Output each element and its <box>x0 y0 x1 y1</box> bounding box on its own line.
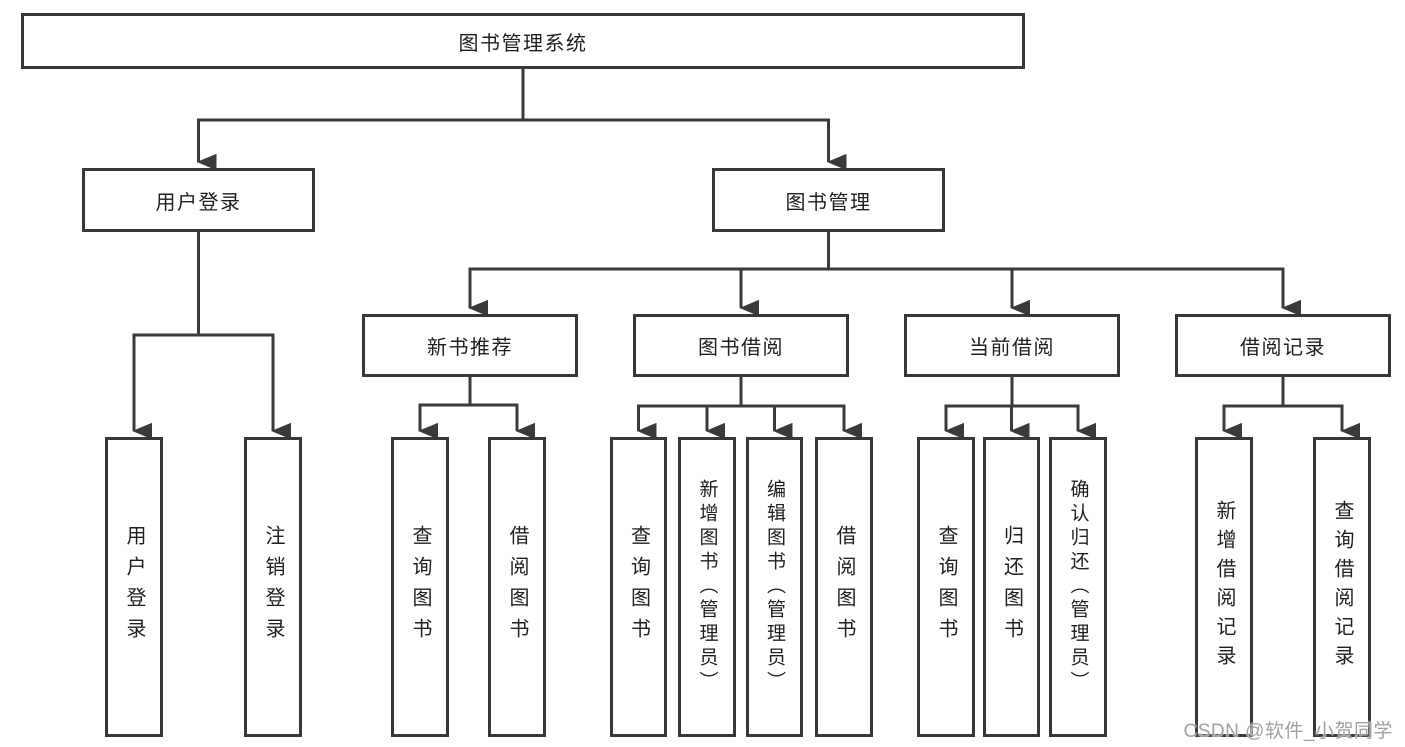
leaf-cb-return-books: 归还图书 <box>983 437 1040 737</box>
node-borrow-records: 借阅记录 <box>1175 314 1391 377</box>
node-user-login: 用户登录 <box>82 168 315 232</box>
leaf-cb-query-books-label: 查询图书 <box>935 525 957 649</box>
node-current-borrowing-label: 当前借阅 <box>969 337 1055 359</box>
node-new-book-recommend: 新书推荐 <box>362 314 578 377</box>
leaf-logout-label: 注销登录 <box>262 525 284 649</box>
leaf-bb-edit-books-admin: 编辑图书（管理员） <box>746 437 803 737</box>
leaf-cb-confirm-return-admin-label: 确认归还（管理员） <box>1067 479 1089 695</box>
leaf-br-query-record-label: 查询借阅记录 <box>1331 500 1353 674</box>
leaf-user-login-label: 用户登录 <box>123 525 145 649</box>
leaf-user-login: 用户登录 <box>105 437 163 737</box>
leaf-bb-borrow-books: 借阅图书 <box>815 437 873 737</box>
node-book-management: 图书管理 <box>712 168 945 232</box>
node-book-borrowing-label: 图书借阅 <box>698 337 784 359</box>
leaf-cb-query-books: 查询图书 <box>917 437 975 737</box>
leaf-nbr-borrow-books-label: 借阅图书 <box>506 525 528 649</box>
leaf-cb-return-books-label: 归还图书 <box>1000 525 1023 649</box>
node-root-label: 图书管理系统 <box>458 32 588 55</box>
node-book-management-label: 图书管理 <box>785 191 872 214</box>
leaf-nbr-borrow-books: 借阅图书 <box>488 437 546 737</box>
leaf-bb-borrow-books-label: 借阅图书 <box>833 525 855 649</box>
leaf-nbr-query-books-label: 查询图书 <box>409 525 431 649</box>
leaf-logout: 注销登录 <box>244 437 302 737</box>
leaf-bb-add-books-admin-label: 新增图书（管理员） <box>696 479 718 695</box>
leaf-cb-confirm-return-admin: 确认归还（管理员） <box>1049 437 1107 737</box>
leaf-nbr-query-books: 查询图书 <box>391 437 449 737</box>
leaf-bb-query-books-label: 查询图书 <box>627 525 650 649</box>
node-current-borrowing: 当前借阅 <box>904 314 1120 377</box>
leaf-bb-query-books: 查询图书 <box>610 437 667 737</box>
node-book-borrowing: 图书借阅 <box>633 314 849 377</box>
csdn-watermark: CSDN @软件_小贺同学 <box>1183 721 1393 742</box>
node-new-book-recommend-label: 新书推荐 <box>427 337 513 359</box>
node-borrow-records-label: 借阅记录 <box>1240 337 1326 359</box>
leaf-br-query-record: 查询借阅记录 <box>1313 437 1371 737</box>
leaf-bb-edit-books-admin-label: 编辑图书（管理员） <box>764 479 785 695</box>
node-root: 图书管理系统 <box>21 13 1025 69</box>
leaf-br-add-record-label: 新增借阅记录 <box>1213 500 1235 674</box>
leaf-bb-add-books-admin: 新增图书（管理员） <box>678 437 736 737</box>
leaf-br-add-record: 新增借阅记录 <box>1195 437 1253 737</box>
node-user-login-label: 用户登录 <box>155 191 242 214</box>
